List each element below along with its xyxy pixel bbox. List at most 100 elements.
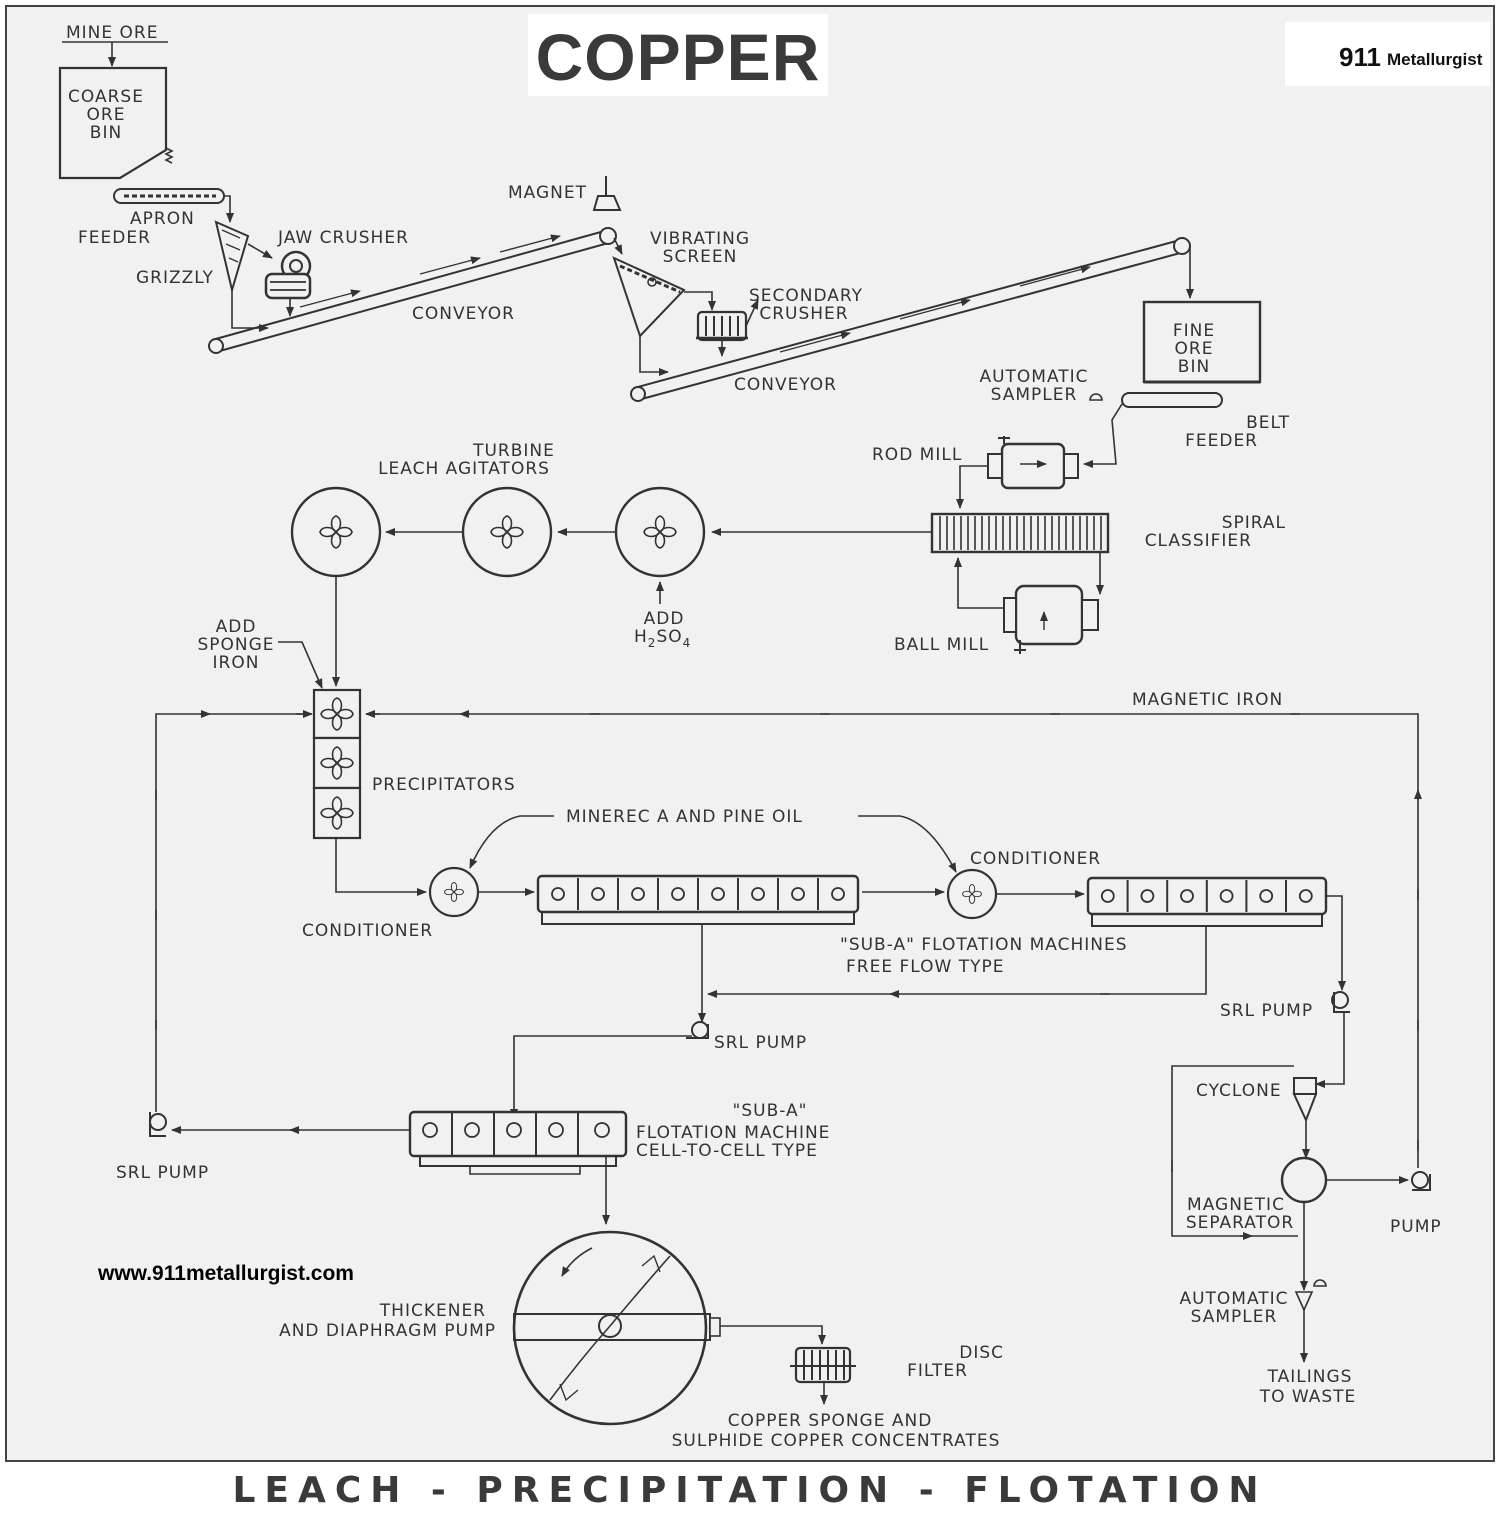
label-srl-pump-2: SRL PUMP <box>1220 1001 1313 1021</box>
sampler-1-icon <box>1089 393 1103 401</box>
h2so4-h: H <box>634 627 648 647</box>
magnetic-separator <box>1280 1156 1328 1204</box>
label-belt-feeder-2: FEEDER <box>1185 431 1258 451</box>
logo: 911 Metallurgist <box>1285 22 1490 86</box>
logo-number: 911 <box>1339 42 1381 72</box>
grizzly-to-jaw-line <box>247 243 273 259</box>
label-coarse-ore-bin-2: ORE <box>87 105 126 125</box>
precipitators <box>312 688 362 840</box>
label-magnetic-separator-1: MAGNETIC <box>1187 1195 1285 1215</box>
h2so4-sub2: 2 <box>648 636 657 650</box>
website-link[interactable]: www.911metallurgist.com <box>98 1262 354 1285</box>
fine-ore-bin <box>1142 300 1262 384</box>
label-fine-ore-bin-2: ORE <box>1175 339 1214 359</box>
label-conditioner-2: CONDITIONER <box>970 849 1101 869</box>
coarse-ore-bin <box>58 66 168 180</box>
label-ball-mill: BALL MILL <box>894 635 989 655</box>
flotation-bank-2 <box>1086 876 1328 927</box>
crusher-return-line <box>745 299 759 327</box>
label-rod-mill: ROD MILL <box>872 445 962 465</box>
conveyor-2 <box>630 237 1191 402</box>
label-srl-pump-1: SRL PUMP <box>714 1033 807 1053</box>
flotation-bank-1 <box>536 874 860 925</box>
flotation-bank-2-cell <box>1298 889 1313 903</box>
h2so4-sub4: 4 <box>683 636 692 650</box>
label-spiral-classifier-1: SPIRAL <box>1222 513 1286 533</box>
flotation-bank-2-cell <box>1100 889 1115 903</box>
flotation-bank-2-cell <box>1259 889 1274 903</box>
sampler-2-icon <box>1294 1279 1327 1312</box>
label-srl-pump-3: SRL PUMP <box>116 1163 209 1183</box>
ball-mill-return-line <box>954 557 1004 609</box>
label-fine-ore-bin-1: FINE <box>1173 321 1215 341</box>
conditioner-2 <box>946 868 998 920</box>
flotation-bank-1-cell <box>591 887 605 901</box>
rod-mill <box>987 436 1079 490</box>
label-sub-a-cell-2: FLOTATION MACHINE <box>636 1123 830 1143</box>
screen-oversize-line <box>684 291 716 311</box>
conveyor1-to-screen-line <box>613 237 623 255</box>
label-add-acid: ADD <box>644 609 685 629</box>
label-spiral-classifier-2: CLASSIFIER <box>1145 531 1252 551</box>
froth-line-2 <box>707 926 1207 998</box>
label-mine-ore: MINE ORE <box>66 23 158 43</box>
label-automatic-sampler-2a: AUTOMATIC <box>1179 1289 1288 1309</box>
cleaner-flotation <box>408 1110 628 1175</box>
label-automatic-sampler-1b: SAMPLER <box>991 385 1078 405</box>
label-secondary-crusher-1: SECONDARY <box>749 286 863 306</box>
label-conveyor-1: CONVEYOR <box>412 304 515 324</box>
cyclone <box>1292 1077 1318 1123</box>
label-thickener-1: THICKENER <box>379 1301 486 1321</box>
conveyor-1 <box>208 227 617 354</box>
reagent-line-1 <box>469 815 554 869</box>
belt-feeder-to-rod-mill-line <box>1083 403 1123 468</box>
page-title: COPPER <box>535 20 821 94</box>
ball-mill <box>1003 584 1099 654</box>
flotation-bank-1-cell <box>791 887 805 901</box>
magnetic-iron-line <box>366 713 1419 1168</box>
footer-caption: LEACH - PRECIPITATION - FLOTATION <box>232 1470 1268 1511</box>
flotation-bank-2-cell <box>1180 889 1194 903</box>
label-vibrating-screen-1: VIBRATING <box>650 229 750 249</box>
left-return-arrows <box>155 714 210 1030</box>
label-conveyor-2: CONVEYOR <box>734 375 837 395</box>
label-turbine-1: TURBINE <box>472 441 555 461</box>
grizzly-bars <box>221 229 241 263</box>
label-precipitators: PRECIPITATORS <box>372 775 516 795</box>
label-sub-a-free-2: FREE FLOW TYPE <box>846 957 1004 977</box>
thickener <box>512 1230 721 1426</box>
label-grizzly: GRIZZLY <box>136 268 214 288</box>
thickener-to-filter-line <box>720 1325 826 1345</box>
belt-feeder <box>1121 392 1223 408</box>
vibrating-screen <box>612 256 686 338</box>
leach-agitator-1 <box>614 486 706 578</box>
label-add-sponge-1: ADD <box>216 617 257 637</box>
disc-filter <box>790 1346 856 1384</box>
grizzly <box>214 220 250 294</box>
label-conditioner-1: CONDITIONER <box>302 921 433 941</box>
flotation-bank-1-cell <box>831 887 845 901</box>
leach-agitator-3 <box>290 486 382 578</box>
flotation-bank-1-cell <box>631 887 645 901</box>
label-minerec: MINEREC A AND PINE OIL <box>566 807 803 827</box>
apron-to-grizzly-line <box>224 195 234 223</box>
label-vibrating-screen-2: SCREEN <box>663 247 738 267</box>
label-secondary-crusher-2: CRUSHER <box>759 304 848 324</box>
label-h2so4: H2SO4 <box>634 627 691 650</box>
pump2-to-cyclone-line <box>1315 1012 1345 1088</box>
label-disc-filter-1: DISC <box>959 1343 1004 1363</box>
label-automatic-sampler-2b: SAMPLER <box>1191 1307 1278 1327</box>
label-add-sponge-2: SPONGE <box>197 635 274 655</box>
leach-agitator-2 <box>461 486 553 578</box>
label-concentrates-2: SULPHIDE COPPER CONCENTRATES <box>672 1431 1001 1451</box>
label-disc-filter-2: FILTER <box>907 1361 968 1381</box>
flotation-bank-1-cell <box>551 887 565 901</box>
label-automatic-sampler-1a: AUTOMATIC <box>979 367 1088 387</box>
srl-pump-1 <box>686 1021 709 1039</box>
label-add-sponge-3: IRON <box>213 653 260 673</box>
screen-undersize-line <box>639 336 669 376</box>
h2so4-so: SO <box>656 627 682 647</box>
flotation-bank-2-cell <box>1140 889 1155 903</box>
conditioner-1 <box>428 866 480 918</box>
